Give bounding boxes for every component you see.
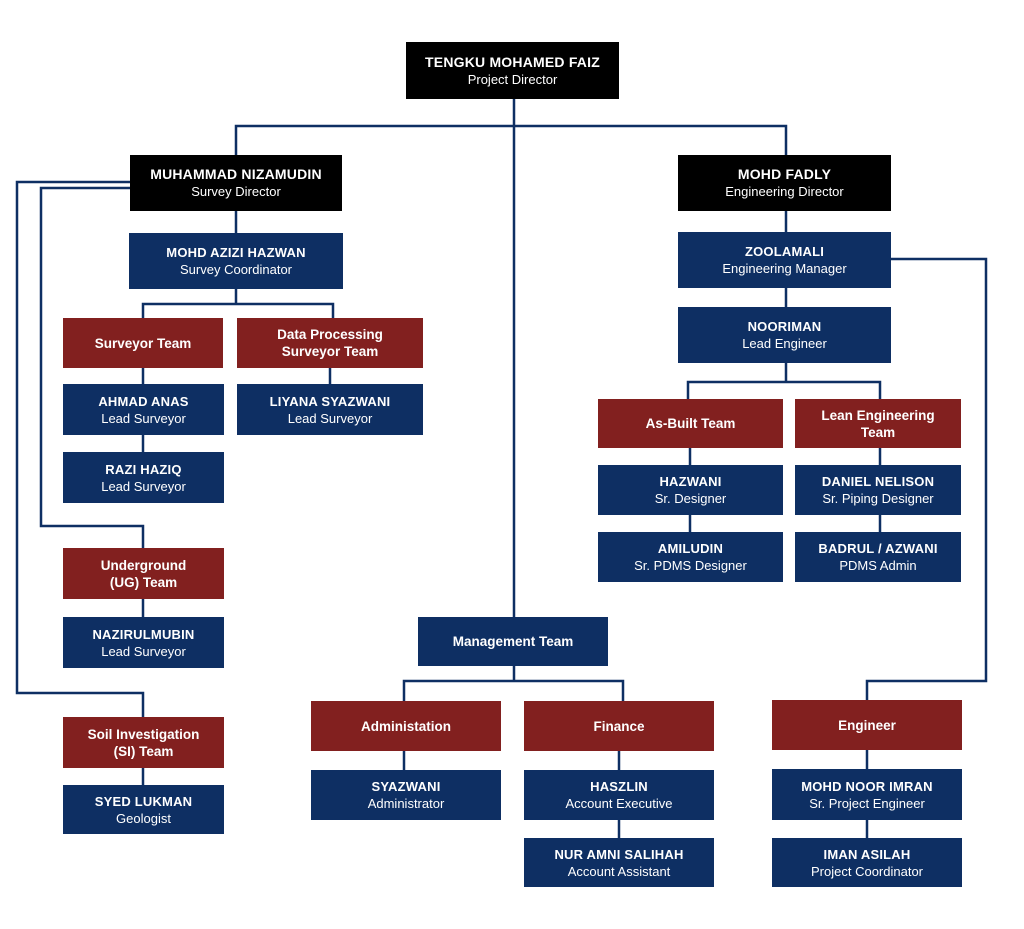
node-iman-asilah: IMAN ASILAH Project Coordinator bbox=[772, 838, 962, 887]
node-role: Lead Surveyor bbox=[101, 478, 186, 494]
node-name: SYED LUKMAN bbox=[94, 793, 193, 809]
node-name: HAZWANI bbox=[659, 474, 722, 489]
connector bbox=[402, 666, 625, 701]
node-role: Lead Surveyor bbox=[287, 410, 373, 426]
node-role: Sr. Piping Designer bbox=[822, 491, 934, 506]
team-label: Lean Engineering bbox=[821, 407, 935, 423]
team-label: Finance bbox=[593, 718, 645, 734]
node-name: NUR AMNI SALIHAH bbox=[554, 846, 684, 862]
node-name: ZOOLAMALI bbox=[744, 244, 825, 259]
connector bbox=[686, 363, 882, 399]
node-role: Project Director bbox=[467, 71, 558, 87]
node-name: MUHAMMAD NIZAMUDIN bbox=[150, 166, 322, 182]
team-label: Data Processing bbox=[277, 327, 383, 342]
team-lean-engineering: Lean Engineering Team bbox=[795, 399, 961, 448]
node-name: AMILUDIN bbox=[657, 541, 724, 556]
team-soil-investigation: Soil Investigation (SI) Team bbox=[63, 717, 224, 768]
connector bbox=[39, 186, 145, 548]
team-label: (UG) Team bbox=[109, 574, 178, 590]
connector bbox=[234, 124, 788, 155]
node-nooriman: NOORIMAN Lead Engineer bbox=[678, 307, 891, 363]
team-label: Management Team bbox=[452, 634, 574, 649]
team-label: Soil Investigation bbox=[87, 726, 200, 742]
node-name: MOHD FADLY bbox=[737, 166, 832, 182]
node-role: Geologist bbox=[116, 810, 171, 826]
team-label: As-Built Team bbox=[645, 416, 736, 431]
team-label: Administation bbox=[361, 718, 451, 734]
team-finance: Finance bbox=[524, 701, 714, 751]
team-label: Engineer bbox=[838, 717, 896, 733]
node-name: BADRUL / AZWANI bbox=[818, 541, 938, 556]
node-role: Account Assistant bbox=[567, 863, 671, 879]
node-engineering-director: MOHD FADLY Engineering Director bbox=[678, 155, 891, 211]
node-role: Project Coordinator bbox=[811, 863, 923, 879]
node-zoolamali: ZOOLAMALI Engineering Manager bbox=[678, 232, 891, 288]
connector bbox=[865, 257, 988, 700]
node-role: Sr. Designer bbox=[654, 491, 727, 506]
node-role: Lead Engineer bbox=[742, 336, 827, 351]
connector bbox=[141, 289, 335, 318]
node-hazwani: HAZWANI Sr. Designer bbox=[598, 465, 783, 515]
node-amiludin: AMILUDIN Sr. PDMS Designer bbox=[598, 532, 783, 582]
node-role: Sr. Project Engineer bbox=[809, 795, 925, 811]
node-role: Survey Coordinator bbox=[180, 262, 292, 277]
node-name: LIYANA SYAZWANI bbox=[269, 393, 391, 409]
node-role: Survey Director bbox=[191, 184, 281, 199]
node-razi-haziq: RAZI HAZIQ Lead Surveyor bbox=[63, 452, 224, 503]
node-badrul-azwani: BADRUL / AZWANI PDMS Admin bbox=[795, 532, 961, 582]
team-data-processing: Data Processing Surveyor Team bbox=[237, 318, 423, 368]
node-nazirulmubin: NAZIRULMUBIN Lead Surveyor bbox=[63, 617, 224, 668]
node-name: MOHD AZIZI HAZWAN bbox=[166, 245, 306, 260]
node-role: Lead Surveyor bbox=[101, 643, 186, 659]
team-engineer: Engineer bbox=[772, 700, 962, 750]
node-role: PDMS Admin bbox=[839, 558, 917, 573]
node-role: Lead Surveyor bbox=[101, 410, 186, 426]
node-role: Sr. PDMS Designer bbox=[634, 558, 747, 573]
node-name: HASZLIN bbox=[590, 779, 648, 794]
node-project-director: TENGKU MOHAMED FAIZ Project Director bbox=[406, 42, 619, 99]
connector bbox=[15, 180, 145, 717]
node-nur-amni-salihah: NUR AMNI SALIHAH Account Assistant bbox=[524, 838, 714, 887]
node-name: NAZIRULMUBIN bbox=[92, 626, 195, 642]
node-name: DANIEL NELISON bbox=[821, 474, 935, 489]
node-liyana-syazwani: LIYANA SYAZWANI Lead Surveyor bbox=[237, 384, 423, 435]
node-role: Account Executive bbox=[565, 796, 673, 811]
team-management: Management Team bbox=[418, 617, 608, 666]
node-name: AHMAD ANAS bbox=[98, 393, 189, 409]
node-name: NOORIMAN bbox=[747, 319, 822, 334]
node-syed-lukman: SYED LUKMAN Geologist bbox=[63, 785, 224, 834]
node-name: SYAZWANI bbox=[371, 779, 441, 794]
node-survey-director: MUHAMMAD NIZAMUDIN Survey Director bbox=[130, 155, 342, 211]
team-label: (SI) Team bbox=[113, 743, 174, 759]
team-as-built: As-Built Team bbox=[598, 399, 783, 448]
team-label: Surveyor Team bbox=[94, 335, 192, 351]
node-name: MOHD NOOR IMRAN bbox=[801, 778, 933, 794]
node-role: Engineering Manager bbox=[722, 261, 847, 276]
team-label: Underground bbox=[100, 557, 187, 573]
node-name: RAZI HAZIQ bbox=[105, 461, 182, 477]
team-label: Team bbox=[860, 424, 896, 440]
node-name: TENGKU MOHAMED FAIZ bbox=[425, 53, 600, 70]
node-mohd-noor-imran: MOHD NOOR IMRAN Sr. Project Engineer bbox=[772, 769, 962, 820]
node-syazwani: SYAZWANI Administrator bbox=[311, 770, 501, 820]
team-surveyor: Surveyor Team bbox=[63, 318, 223, 368]
team-label: Surveyor Team bbox=[281, 344, 379, 359]
team-administation: Administation bbox=[311, 701, 501, 751]
node-name: IMAN ASILAH bbox=[823, 846, 911, 862]
team-underground: Underground (UG) Team bbox=[63, 548, 224, 599]
node-survey-coordinator: MOHD AZIZI HAZWAN Survey Coordinator bbox=[129, 233, 343, 289]
node-role: Engineering Director bbox=[725, 184, 844, 199]
node-role: Administrator bbox=[367, 796, 445, 811]
node-daniel-nelison: DANIEL NELISON Sr. Piping Designer bbox=[795, 465, 961, 515]
node-haszlin: HASZLIN Account Executive bbox=[524, 770, 714, 820]
node-ahmad-anas: AHMAD ANAS Lead Surveyor bbox=[63, 384, 224, 435]
